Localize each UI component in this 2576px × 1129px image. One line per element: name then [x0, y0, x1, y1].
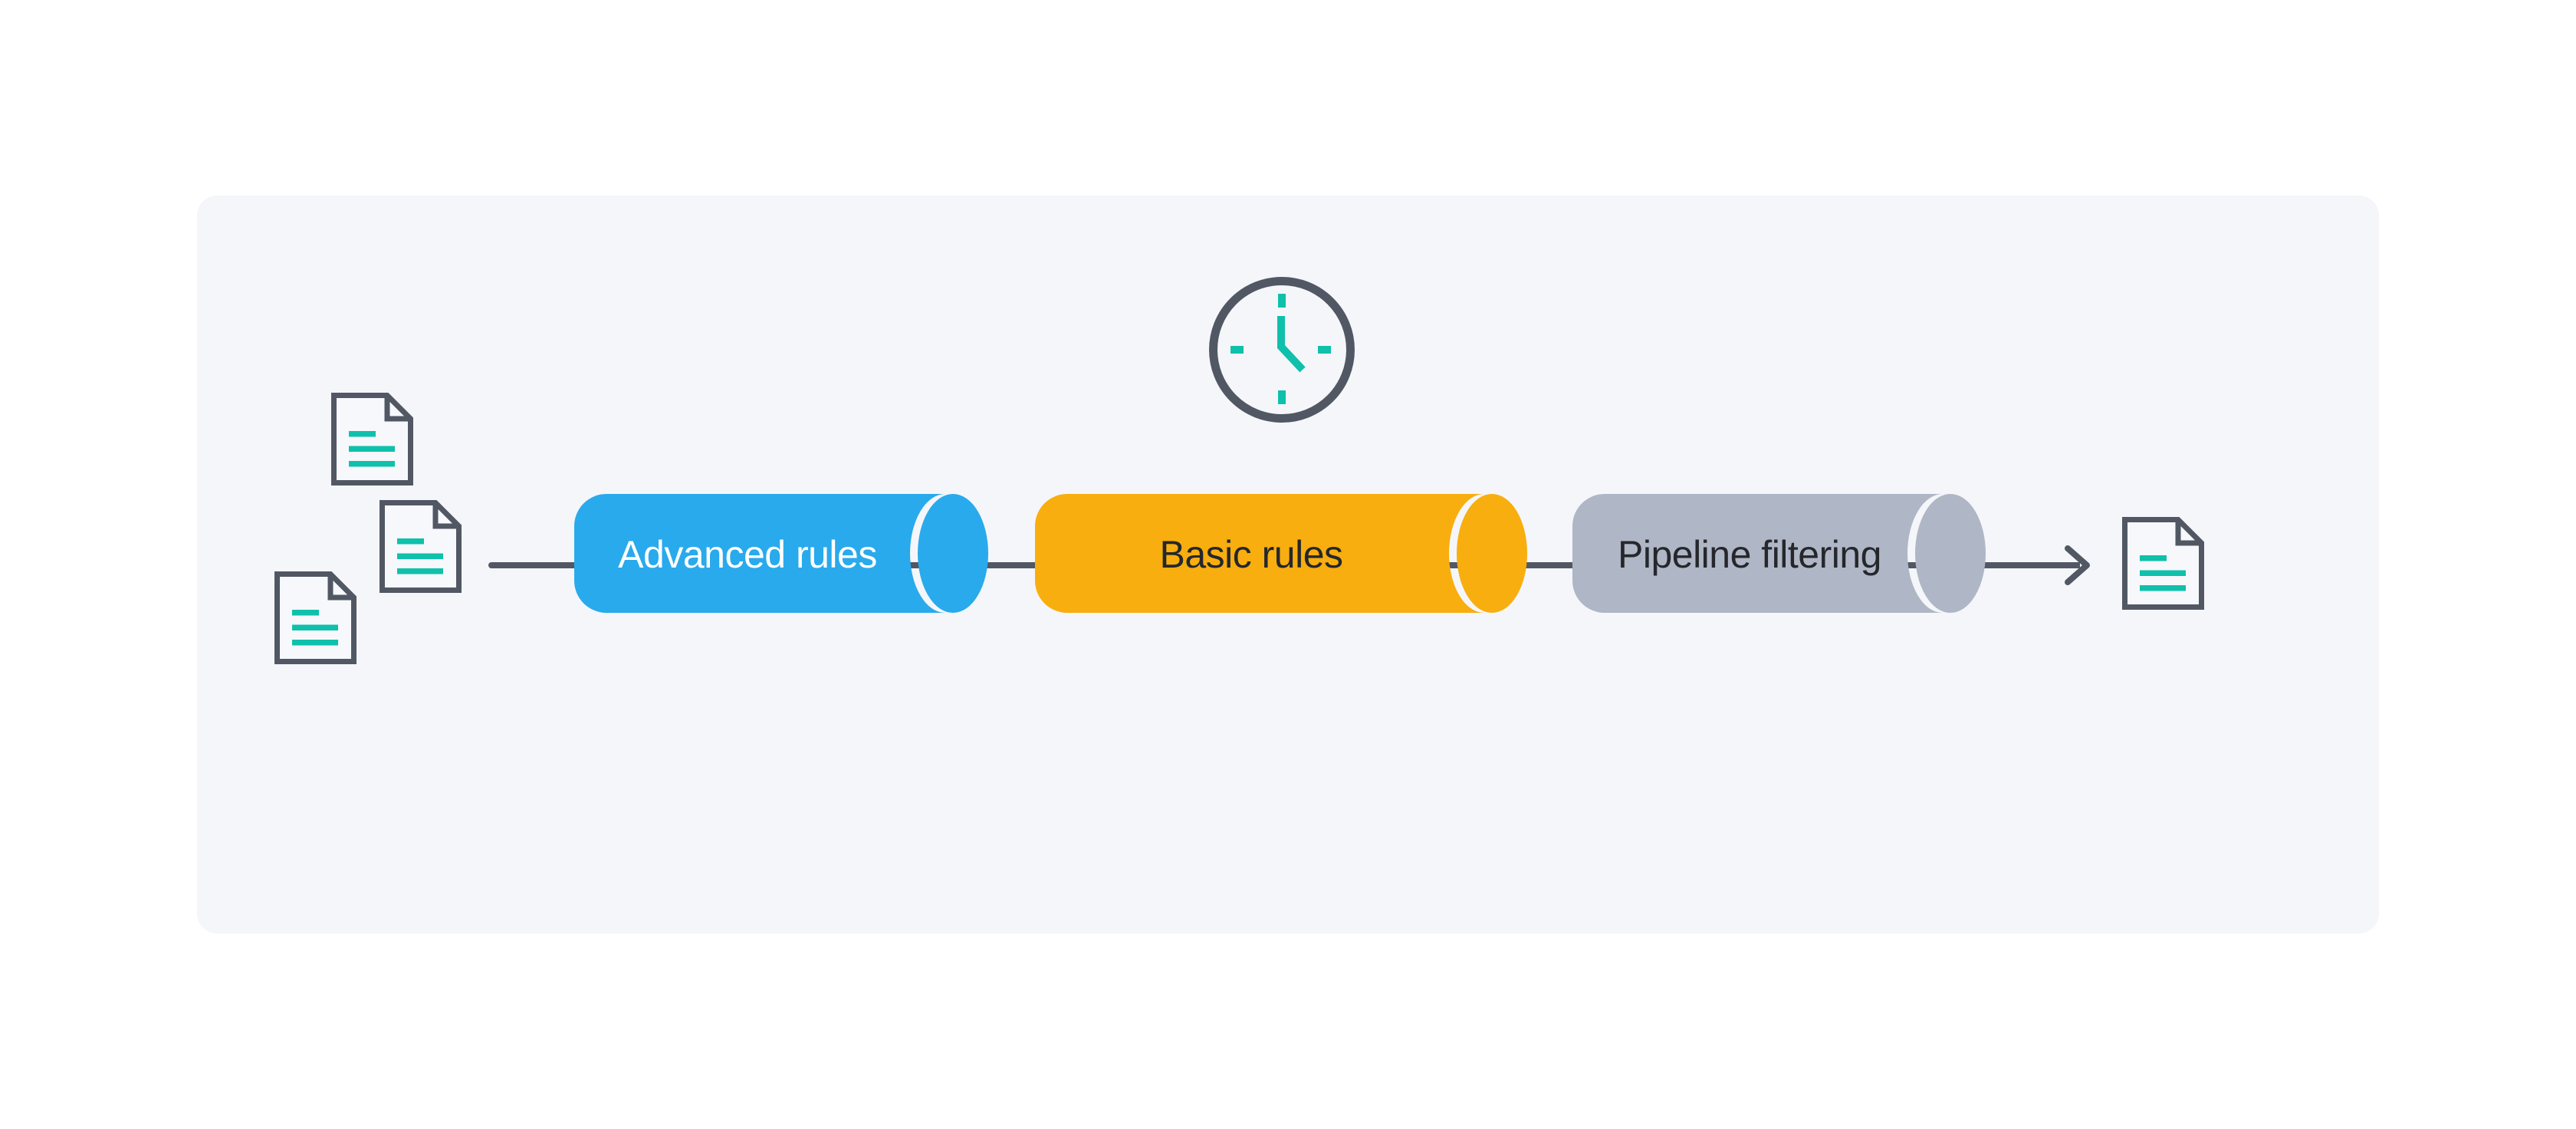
stage-cylinder-basic-rules: Basic rules: [1035, 494, 1527, 613]
arrow-right-icon: [2065, 545, 2090, 585]
cylinder-body: [1035, 494, 1484, 613]
doc-text-line: [397, 538, 424, 545]
doc-outline: [274, 571, 356, 664]
doc-text-line: [2140, 570, 2186, 576]
cylinder-cap: [918, 494, 988, 613]
document-icon-output: [2122, 517, 2204, 610]
doc-text-line: [292, 624, 338, 630]
doc-text-line: [349, 431, 376, 437]
clock-tick-9: [1230, 346, 1244, 354]
cylinder-body: [574, 494, 945, 613]
stage-cylinder-advanced-rules: Advanced rules: [574, 494, 988, 613]
cylinder-cap: [1915, 494, 1986, 613]
document-icon-input-3: [274, 571, 356, 664]
doc-text-line: [292, 610, 319, 616]
clock-tick-3: [1318, 346, 1331, 354]
doc-fold-corner: [432, 502, 459, 529]
doc-text-line: [2140, 555, 2167, 561]
doc-outline: [2122, 517, 2204, 610]
doc-text-line: [2140, 585, 2186, 591]
doc-text-line: [349, 446, 395, 452]
clock-tick-6: [1278, 390, 1286, 404]
clock-icon: [1209, 277, 1355, 423]
clock-hands: [1277, 316, 1306, 373]
doc-text-line: [292, 640, 338, 646]
doc-text-line: [397, 553, 443, 559]
document-icon-input-2: [380, 500, 462, 593]
stage-cylinder-pipeline-filtering: Pipeline filtering: [1572, 494, 1986, 613]
doc-fold-corner: [327, 574, 354, 601]
stage-label: Pipeline filtering: [1618, 533, 1881, 576]
doc-fold-corner: [2175, 519, 2202, 546]
clock-ring: [1209, 277, 1355, 423]
doc-text-line: [349, 461, 395, 467]
cylinder-cap: [1457, 494, 1527, 613]
doc-fold-corner: [384, 395, 411, 422]
stage-label: Basic rules: [1159, 533, 1342, 576]
stage-label: Advanced rules: [618, 533, 877, 576]
doc-outline: [331, 393, 413, 486]
clock-tick-12: [1278, 294, 1286, 308]
document-icon-input-1: [331, 393, 413, 486]
doc-outline: [380, 500, 462, 593]
doc-text-line: [397, 568, 443, 574]
cylinder-body: [1572, 494, 1943, 613]
